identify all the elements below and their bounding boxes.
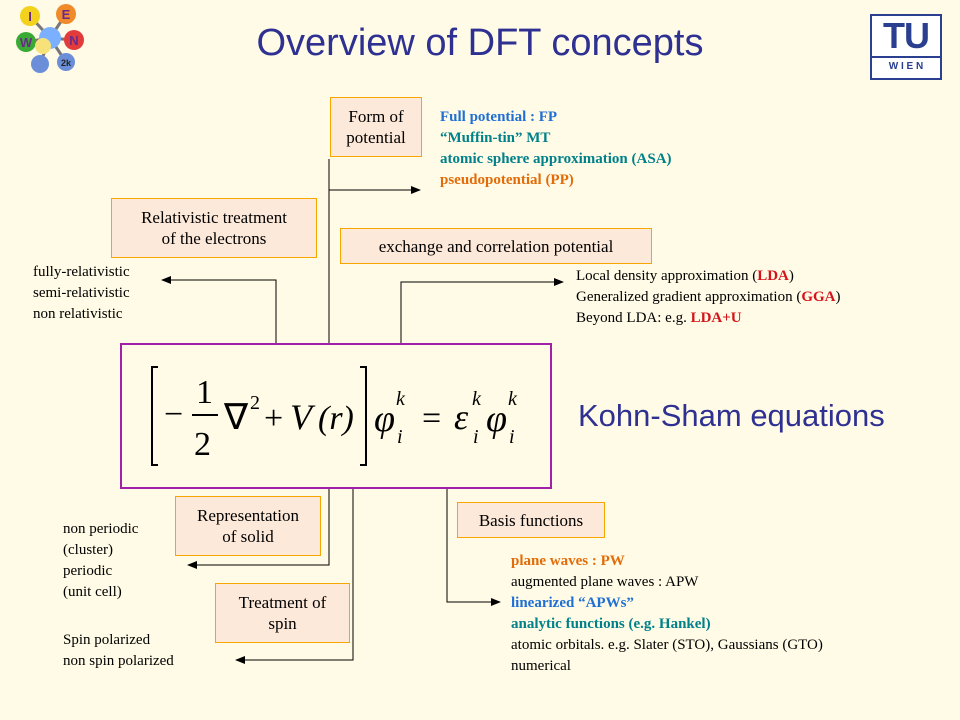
list-item: “Muffin-tin” MT (440, 130, 551, 146)
arrow-to-representation-list (187, 489, 330, 569)
list-item: pseudopotential (PP) (440, 172, 574, 188)
eq-k-super: k (508, 388, 518, 410)
box-basis-functions: Basis functions (457, 502, 605, 538)
box-label: potential (346, 128, 406, 147)
eq-i-sub: i (509, 426, 515, 448)
tu-wien-logo: TU W I E N (870, 14, 942, 80)
left-bracket-icon (151, 366, 158, 466)
potential-list: Full potential : FP “Muffin-tin” MT atom… (440, 107, 672, 191)
list-item: Beyond LDA: e.g. LDA+U (576, 310, 742, 326)
representation-list: non periodic (cluster) periodic (unit ce… (63, 519, 138, 603)
list-item: Full potential : FP (440, 109, 558, 125)
list-item: (cluster) (63, 542, 113, 558)
box-label: Representation (197, 506, 299, 525)
list-item: non spin polarized (63, 653, 174, 669)
box-label: Relativistic treatment (141, 208, 287, 227)
eq-square: 2 (250, 392, 260, 414)
logo-text-tu: TU (883, 15, 930, 56)
eq-epsilon: ε (454, 397, 469, 437)
eq-k-super: k (396, 388, 406, 410)
arrow-to-relativistic-list (161, 276, 277, 343)
list-item: non relativistic (33, 306, 123, 322)
wien2k-logo-icon: I E N W 2k (16, 4, 84, 73)
spin-list: Spin polarized non spin polarized (63, 630, 174, 672)
eq-i-sub: i (473, 426, 479, 448)
box-label: Basis functions (478, 510, 584, 530)
eq-i-sub: i (397, 426, 403, 448)
eq-equals: = (422, 400, 441, 437)
list-item: semi-relativistic (33, 285, 130, 301)
logo-letter: W (20, 35, 33, 50)
box-treatment-of-spin: Treatment of spin (215, 583, 350, 643)
box-label: of the electrons (161, 229, 267, 248)
logo-text-wien: W I E N (872, 56, 940, 76)
eq-v: V (290, 397, 316, 437)
eq-numerator: 1 (196, 374, 213, 411)
list-item: atomic orbitals. e.g. Slater (STO), Gaus… (511, 637, 823, 653)
logo-letter: E (62, 7, 71, 22)
page-title: Overview of DFT concepts (256, 22, 704, 64)
kohn-sham-equation: − 1 2 ∇ 2 + V (r) φ k i = ε k i φ k i (151, 366, 518, 466)
box-label: spin (268, 614, 297, 633)
eq-phi: φ (374, 398, 395, 440)
highlight-ldau: LDA+U (690, 310, 742, 326)
kohn-sham-equation-box: − 1 2 ∇ 2 + V (r) φ k i = ε k i φ k i (120, 343, 552, 489)
box-label: of solid (222, 527, 274, 546)
list-item: linearized “APWs” (511, 595, 634, 611)
box-relativistic-treatment: Relativistic treatment of the electrons (111, 198, 317, 258)
eq-minus: − (164, 396, 183, 433)
box-representation-of-solid: Representation of solid (175, 496, 321, 556)
list-item: fully-relativistic (33, 264, 130, 280)
arrow-to-basis-list (446, 489, 501, 606)
list-item: periodic (63, 563, 113, 579)
list-item: Spin polarized (63, 632, 151, 648)
arrow-to-spin-list (235, 489, 354, 664)
highlight-lda: LDA (757, 268, 789, 284)
highlight-gga: GGA (801, 289, 836, 305)
list-item: augmented plane waves : APW (511, 574, 699, 590)
eq-denominator: 2 (194, 426, 211, 463)
relativistic-list: fully-relativistic semi-relativistic non… (33, 262, 130, 325)
list-item: Local density approximation (LDA) (576, 268, 794, 284)
list-item: analytic functions (e.g. Hankel) (511, 616, 711, 632)
eq-nabla: ∇ (223, 397, 249, 437)
list-item: (unit cell) (63, 584, 122, 600)
kohn-sham-label: Kohn-Sham equations (578, 398, 885, 433)
list-item: Generalized gradient approximation (GGA) (576, 289, 841, 305)
box-xc-potential: exchange and correlation potential (340, 228, 652, 264)
box-form-of-potential: Form of potential (330, 97, 422, 157)
right-bracket-icon (360, 366, 367, 466)
logo-letter: N (69, 33, 78, 48)
arrow-to-xc-list (400, 278, 564, 343)
list-item: non periodic (63, 521, 139, 537)
eq-k-super: k (472, 388, 482, 410)
box-label: exchange and correlation potential (378, 236, 614, 256)
box-label: Form of (348, 107, 404, 126)
eq-phi: φ (486, 398, 507, 440)
list-item: numerical (511, 658, 571, 674)
xc-list: Local density approximation (LDA) Genera… (576, 266, 841, 329)
logo-letter: 2k (61, 58, 72, 68)
logo-letter: I (28, 9, 32, 24)
list-item: plane waves : PW (511, 553, 625, 569)
basis-list: plane waves : PW augmented plane waves :… (511, 551, 823, 677)
eq-r: (r) (318, 400, 354, 437)
eq-plus: + (264, 400, 283, 437)
list-item: atomic sphere approximation (ASA) (440, 151, 672, 167)
box-label: Treatment of (238, 593, 327, 612)
